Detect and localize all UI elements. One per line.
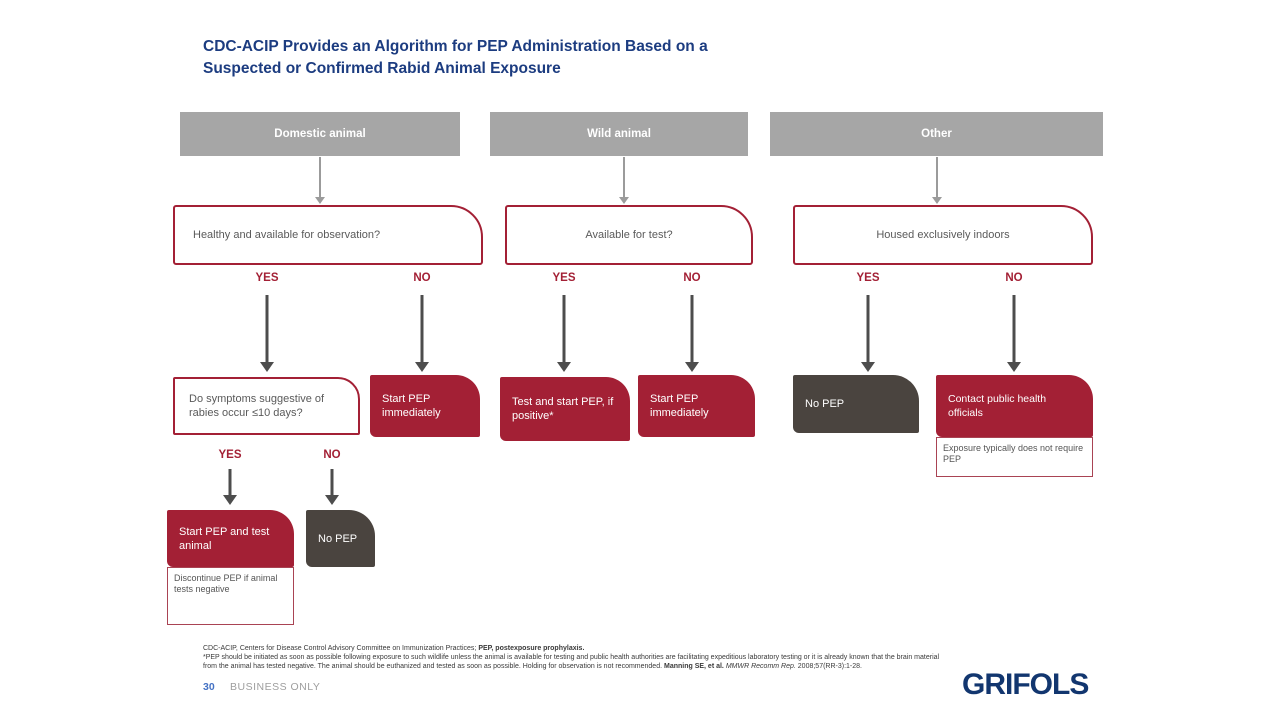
result-other-yes: No PEP [793, 375, 919, 433]
result-other-no-label: Contact public health officials [948, 393, 1047, 419]
down-arrow-icon [618, 157, 630, 204]
footnote-line3-citation: Manning SE, et al. [663, 663, 726, 670]
down-arrow-icon [931, 157, 943, 204]
down-arrow-icon [314, 157, 326, 204]
footnote-line3-end: 2008;57(RR-3):1-28. [795, 663, 862, 670]
page-title-line2: Suspected or Confirmed Rabid Animal Expo… [203, 60, 561, 77]
footnote: CDC-ACIP, Centers for Disease Control Ad… [203, 644, 939, 671]
result-sub-no-label: No PEP [318, 532, 358, 545]
footnote-line2: *PEP should be initiated as soon as poss… [203, 654, 940, 661]
note-sub-yes: Discontinue PEP if animal tests negative [167, 567, 294, 625]
question-domestic: Healthy and available for observation? [173, 205, 483, 265]
footnote-line3-text: from the animal has tested negative. The… [203, 663, 664, 670]
result-other-no: Contact public health officials [936, 375, 1093, 437]
label-sub-yes: YES [218, 449, 242, 461]
label-domestic-no: NO [413, 272, 431, 284]
footnote-line3-journal: MMWR Recomm Rep. [725, 663, 796, 670]
result-wild-no: Start PEP immediately [638, 375, 755, 437]
footnote-line1-bold: PEP, postexposure prophylaxis. [478, 645, 585, 652]
question-other: Housed exclusively indoors [793, 205, 1093, 265]
down-arrow-icon [259, 295, 275, 372]
label-sub-no: NO [323, 449, 341, 461]
note-other-no: Exposure typically does not require PEP [936, 437, 1093, 477]
classification-label: BUSINESS ONLY [230, 681, 321, 693]
down-arrow-icon [556, 295, 572, 372]
result-domestic-no-label: Start PEP immediately [382, 393, 441, 419]
result-sub-yes-label: Start PEP and test animal [179, 525, 270, 552]
note-sub-yes-label: Discontinue PEP if animal tests negative [174, 573, 278, 594]
question-other-label: Housed exclusively indoors [876, 229, 1010, 241]
result-domestic-yes-label: Do symptoms suggestive of rabies occur ≤… [189, 393, 325, 419]
down-arrow-icon [684, 295, 700, 372]
footnote-line1: CDC-ACIP, Centers for Disease Control Ad… [203, 644, 939, 653]
footnote-line1-text: CDC-ACIP, Centers for Disease Control Ad… [203, 645, 479, 652]
question-wild: Available for test? [505, 205, 753, 265]
result-domestic-no: Start PEP immediately [370, 375, 480, 437]
down-arrow-icon [860, 295, 876, 372]
result-sub-yes: Start PEP and test animal [167, 510, 294, 567]
footnote-line3: from the animal has tested negative. The… [203, 662, 939, 671]
label-wild-yes: YES [552, 272, 576, 284]
result-wild-yes: Test and start PEP, if positive* [500, 377, 630, 441]
result-domestic-yes: Do symptoms suggestive of rabies occur ≤… [173, 377, 360, 435]
down-arrow-icon [325, 469, 339, 505]
page-title-line1: CDC-ACIP Provides an Algorithm for PEP A… [203, 38, 708, 55]
header-other-label: Other [921, 128, 952, 140]
grifols-logo: GRIFOLS [962, 668, 1089, 701]
down-arrow-icon [1006, 295, 1022, 372]
result-other-yes-label: No PEP [805, 398, 845, 410]
result-wild-no-label: Start PEP immediately [650, 393, 709, 419]
page-title: CDC-ACIP Provides an Algorithm for PEP A… [203, 36, 843, 80]
question-wild-label: Available for test? [585, 229, 673, 241]
result-sub-no: No PEP [306, 510, 375, 567]
page-number: 30 [203, 681, 215, 693]
result-wild-yes-label: Test and start PEP, if positive* [512, 396, 614, 422]
header-wild-animal: Wild animal [490, 112, 748, 156]
label-other-no: NO [1005, 272, 1023, 284]
label-wild-no: NO [683, 272, 701, 284]
label-domestic-yes: YES [255, 272, 279, 284]
header-domestic-animal: Domestic animal [180, 112, 460, 156]
header-domestic-animal-label: Domestic animal [274, 128, 366, 140]
header-wild-animal-label: Wild animal [587, 128, 651, 140]
header-other: Other [770, 112, 1103, 156]
down-arrow-icon [223, 469, 237, 505]
note-other-no-label: Exposure typically does not require PEP [943, 443, 1084, 464]
down-arrow-icon [414, 295, 430, 372]
label-other-yes: YES [856, 272, 880, 284]
question-domestic-label: Healthy and available for observation? [193, 229, 381, 241]
